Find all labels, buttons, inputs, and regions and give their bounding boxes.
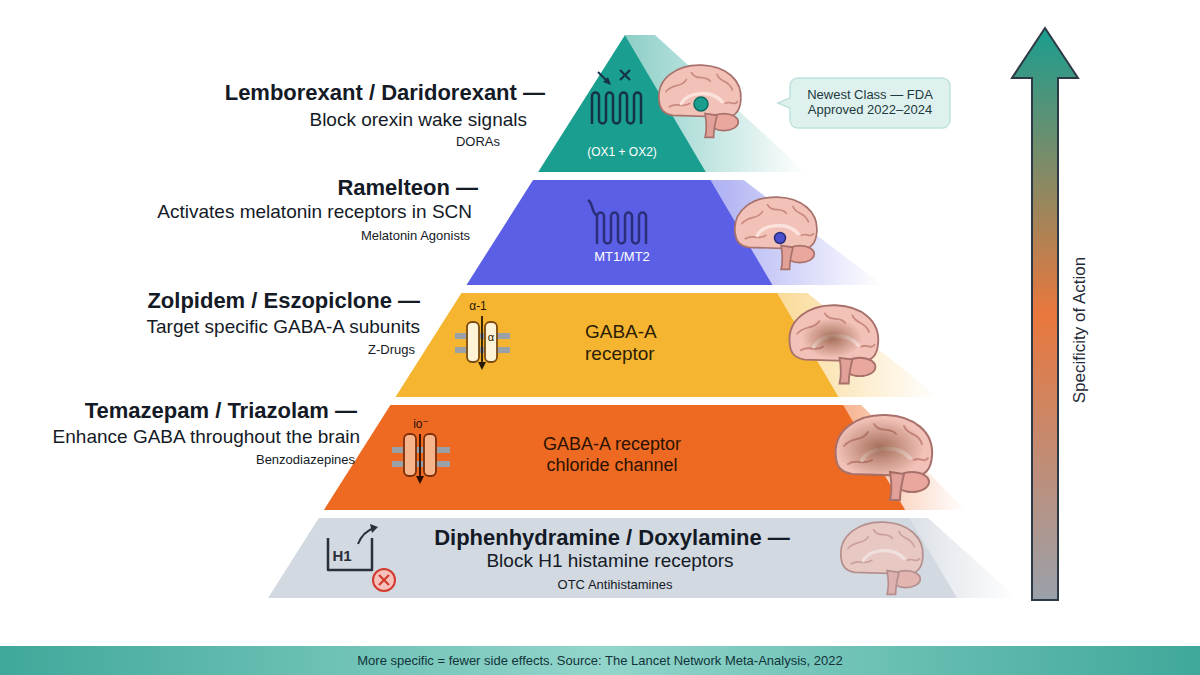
receptor-icon <box>597 213 646 245</box>
mechanism-text: Block H1 histamine receptors <box>400 550 820 572</box>
footer-caption: More specific = fewer side effects. Sour… <box>0 646 1200 675</box>
caption-area: More specific = fewer side effects. Sour… <box>0 646 1200 675</box>
block-badge <box>373 569 395 591</box>
ion-flow-arrow-head <box>416 476 424 484</box>
pyramid-tier: Temazepam / Triazolam —Enhance GABA thro… <box>0 405 1000 510</box>
drug-names: Temazepam / Triazolam — <box>0 398 357 423</box>
callout-text: Newest Class — FDA Approved 2022–2024 <box>797 88 943 118</box>
membrane <box>455 333 510 339</box>
drug-names: Zolpidem / Eszopiclone — <box>0 288 420 313</box>
subunit-label: α <box>481 331 501 344</box>
callout-box: Newest Class — FDA Approved 2022–2024 <box>778 78 950 128</box>
block-mark <box>379 575 389 585</box>
drug-names: Diphenhydramine / Doxylamine — <box>372 525 852 550</box>
release-arrow-head <box>370 524 378 533</box>
receptor-label: GABA-A receptor chloride channel <box>517 434 707 475</box>
drug-class: DORAs <box>280 135 500 150</box>
pyramid-tier: Zolpidem / Eszopiclone —Target specific … <box>0 293 1000 397</box>
pyramid-tier: Ramelteon —Activates melatonin receptors… <box>0 180 1000 285</box>
receptor-label: (OX1 + OX2) <box>567 146 677 160</box>
release-arrow <box>358 528 374 544</box>
membrane <box>392 461 450 467</box>
specificity-arrow <box>1012 28 1078 600</box>
mechanism-text: Target specific GABA-A subunits <box>0 316 420 338</box>
block-mark <box>620 70 630 80</box>
tier-band <box>395 293 838 397</box>
channel-subunit <box>404 434 416 476</box>
drug-class: Benzodiazepines <box>135 453 355 468</box>
membrane <box>455 347 510 353</box>
tier-band <box>324 405 905 510</box>
footer-bar <box>0 646 1200 675</box>
brain-illustration <box>735 197 817 269</box>
axis-label: Specificity of Action <box>1070 210 1090 450</box>
brain-highlight <box>775 233 786 244</box>
channel-subunit <box>424 434 436 476</box>
brain-highlight <box>836 418 924 478</box>
membrane <box>392 447 450 453</box>
agonist-arrow-head <box>603 77 611 85</box>
receptor-label: MT1/MT2 <box>567 250 677 265</box>
tier-band <box>467 180 773 285</box>
receptor-label: H1 <box>322 547 362 564</box>
tier-band <box>268 518 957 598</box>
brain-illustration <box>836 415 933 500</box>
drug-names: Ramelteon — <box>38 175 478 200</box>
drug-class: Melatonin Agonists <box>250 229 470 244</box>
agonist-arrow <box>598 72 608 82</box>
brain-highlight <box>694 97 708 111</box>
tier-band <box>538 35 706 172</box>
channel-subunit <box>467 322 479 362</box>
ion-flow-arrow <box>419 434 421 478</box>
pyramid-tier: Diphenhydramine / Doxylamine —Block H1 h… <box>0 518 1000 598</box>
mechanism-text: Activates melatonin receptors in SCN <box>52 201 472 223</box>
mechanism-text: Block orexin wake signals <box>127 109 527 131</box>
brain-illustration <box>659 65 741 137</box>
node-shape <box>0 180 1000 285</box>
drug-names: Lemborexant / Daridorexant — <box>105 80 545 105</box>
brain-illustration <box>841 522 923 594</box>
drug-class: Z-Drugs <box>195 343 415 358</box>
receptor-icon <box>592 93 641 125</box>
brain-highlight <box>802 318 862 358</box>
callout-bubble <box>778 78 950 128</box>
drug-class: OTC Antihistamines <box>505 578 725 593</box>
ion-flow-arrow-head <box>478 362 486 370</box>
brain-illustration <box>789 305 878 383</box>
ion-label: io⁻ <box>401 418 441 432</box>
receptor-tail <box>588 200 597 216</box>
receptor-label: GABA-A receptor <box>585 321 695 365</box>
mechanism-text: Enhance GABA throughout the brain <box>0 426 360 448</box>
subunit-label: α-1 <box>458 300 498 314</box>
ion-flow-arrow <box>481 316 483 364</box>
